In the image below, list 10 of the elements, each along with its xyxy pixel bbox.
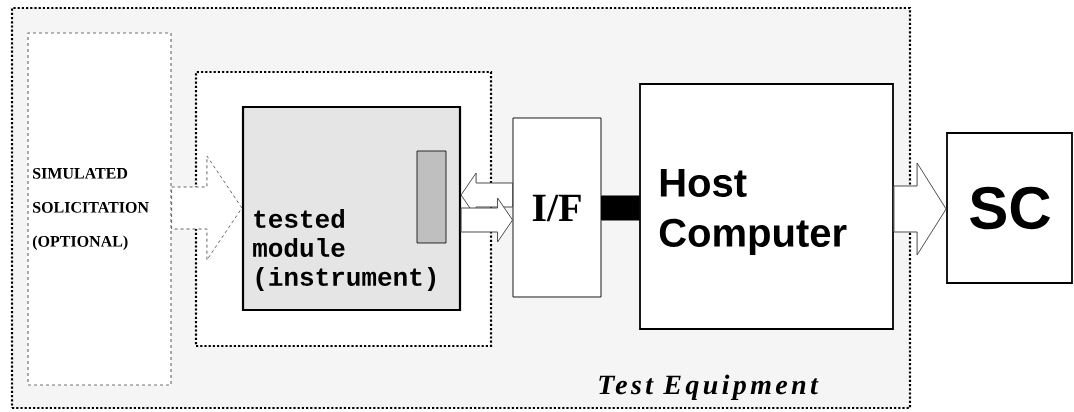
block-arrow — [171, 155, 243, 261]
sc-box: SC — [946, 132, 1073, 284]
module-box: tested module (instrument) — [241, 105, 462, 312]
computer-box: Host Computer — [639, 83, 894, 330]
interface-box: I/F — [512, 117, 602, 298]
block-arrow — [460, 197, 514, 243]
connector-slot — [416, 150, 447, 244]
block-arrow — [893, 162, 947, 256]
solicitation-box: SIMULATED SOLICITATION (OPTIONAL) — [27, 32, 172, 386]
connector-bar — [600, 195, 640, 221]
